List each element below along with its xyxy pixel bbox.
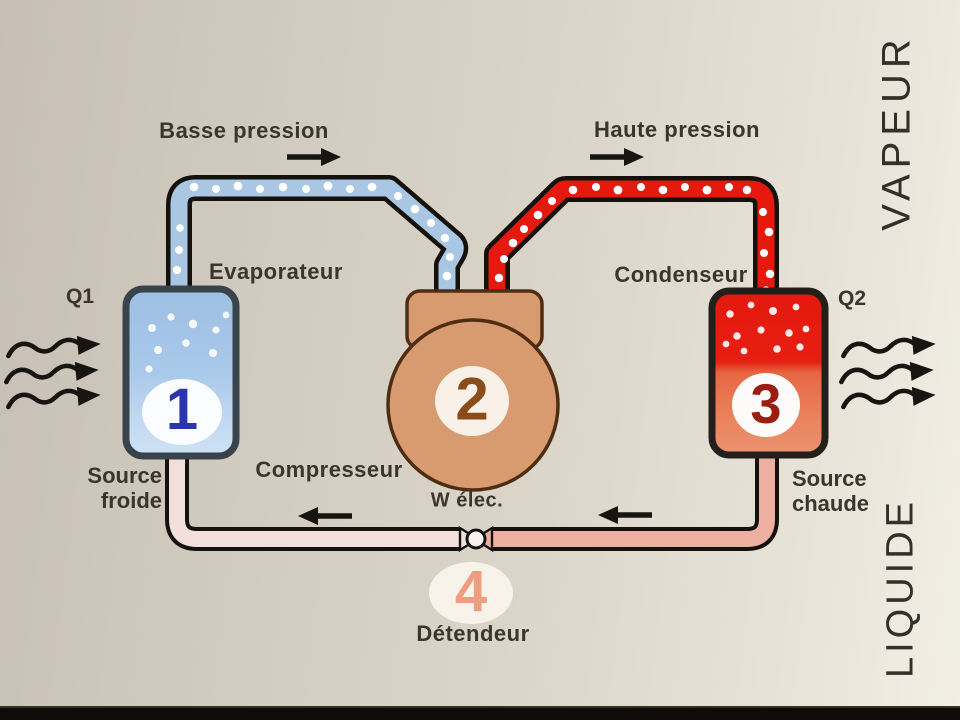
flow-arrow-liquid-left: [298, 507, 352, 525]
heat-flow-arrows-cold-source: [5, 334, 101, 412]
heat-flow-arrows-hot-source: [840, 334, 936, 412]
expansion-valve-number: 4: [454, 558, 488, 624]
low-pressure-vapor-pipe: [166, 175, 469, 296]
vapor-bubbles-low: [172, 181, 454, 281]
label-q2: Q2: [837, 287, 867, 310]
label-q1: Q1: [65, 285, 95, 308]
condenser-number: 3: [750, 371, 782, 435]
flow-arrow-low-pressure: [287, 148, 341, 166]
video-letterbox-bar: [0, 706, 960, 720]
expansion-valve: [458, 525, 494, 553]
label-basse-pression: Basse pression: [159, 118, 329, 143]
condenser-number-badge: [732, 373, 800, 437]
label-w-elec: W élec.: [430, 489, 504, 512]
label-source-chaude-line2: chaude: [792, 491, 870, 516]
high-pressure-vapor-pipe: [484, 176, 779, 296]
condenser-bubbles: [722, 301, 810, 355]
label-detendeur: Détendeur: [416, 621, 530, 646]
expansion-number-badge: [429, 562, 513, 624]
flow-arrow-high-pressure: [590, 148, 644, 166]
evaporator-number-badge: [142, 379, 222, 445]
label-vapeur: VAPEUR: [874, 33, 919, 231]
flow-arrow-liquid-right: [598, 506, 652, 524]
liquid-pipe: [165, 450, 779, 551]
label-compresseur: Compresseur: [255, 457, 403, 482]
compressor-number: 2: [455, 365, 489, 433]
label-haute-pression: Haute pression: [594, 117, 760, 142]
label-source-chaude-line1: Source: [792, 466, 867, 491]
compressor-number-badge: [435, 366, 509, 436]
evaporator-bubbles: [145, 311, 230, 373]
label-condenseur: Condenseur: [614, 262, 748, 287]
label-source-chaude: Source chaude: [792, 466, 869, 516]
label-liquide: LIQUIDE: [879, 497, 922, 679]
label-source-froide-line1: Source: [87, 463, 162, 488]
label-evaporateur: Evaporateur: [209, 259, 343, 284]
vapor-bubbles-high: [494, 183, 775, 294]
evaporator-number: 1: [165, 376, 199, 442]
label-source-froide: Source froide: [58, 463, 162, 513]
label-source-froide-line2: froide: [100, 488, 162, 513]
